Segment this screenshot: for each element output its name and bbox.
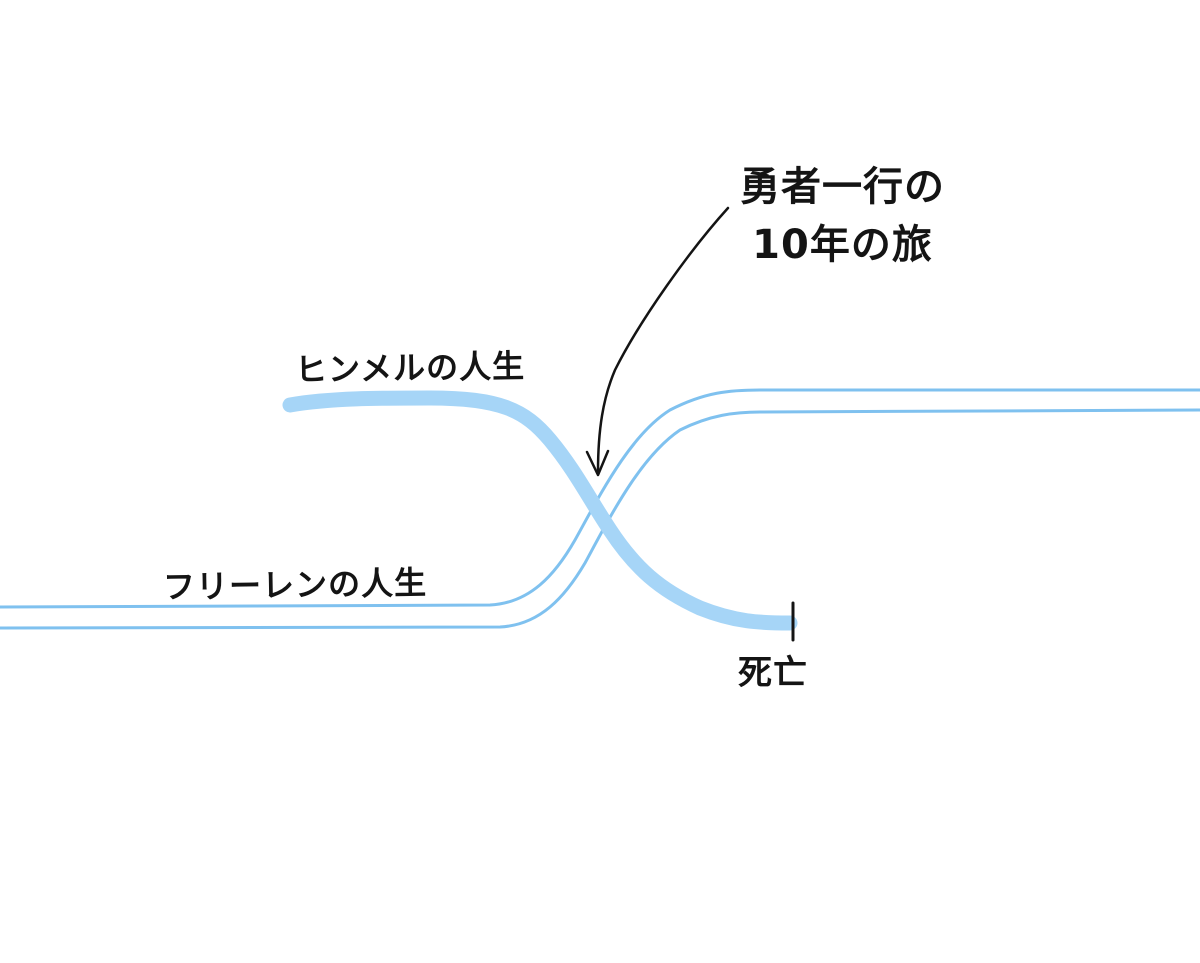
journey-label-line2: 10年の旅 — [752, 222, 933, 268]
frieren-life-label: フリーレンの人生 — [162, 563, 428, 607]
frieren-life-line-lower — [0, 408, 1200, 630]
himmel-life-label: ヒンメルの人生 — [294, 346, 526, 390]
death-label: 死亡 — [738, 653, 808, 693]
journey-label: 勇者一行の 10年の旅 — [740, 158, 945, 274]
frieren-life-line-upper — [0, 388, 1200, 609]
journey-arrow — [596, 206, 730, 474]
himmel-life-line — [282, 390, 798, 631]
journey-arrow-head — [585, 449, 610, 477]
journey-label-line1: 勇者一行の — [740, 164, 945, 210]
